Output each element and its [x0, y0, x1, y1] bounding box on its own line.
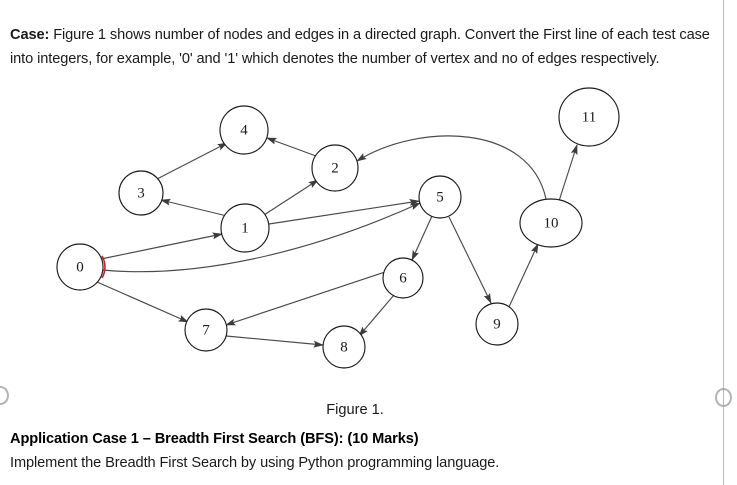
text-cursor-mark [101, 255, 106, 279]
graph-node-label-11: 11 [582, 110, 596, 126]
graph-node-shape-1 [220, 203, 270, 253]
graph-edges [96, 135, 578, 348]
application-case-subtext: Implement the Breadth First Search by us… [10, 455, 500, 471]
graph-node-shape-7 [184, 308, 228, 352]
graph-node-shape-10 [519, 198, 583, 248]
graph-node-0: 0 [56, 243, 104, 291]
graph-node-1: 1 [220, 203, 270, 253]
graph-node-label-6: 6 [399, 271, 407, 287]
graph-node-label-0: 0 [76, 260, 84, 276]
graph-edge-6-to-8 [358, 294, 395, 337]
graph-edge-6-to-7 [225, 271, 386, 326]
figure-caption: Figure 1. [326, 402, 384, 418]
figure-graph: 0 1 2 3 4 5 6 7 8 9 10 11 [0, 84, 737, 394]
graph-edge-2-to-4 [266, 137, 317, 157]
graph-nodes: 0 1 2 3 4 5 6 7 8 9 10 11 [56, 87, 620, 369]
graph-edge-1-to-3 [160, 198, 228, 217]
graph-edge-5-to-9 [448, 216, 492, 304]
graph-node-9: 9 [475, 302, 519, 346]
graph-node-2: 2 [311, 144, 359, 192]
graph-node-shape-9 [475, 302, 519, 346]
graph-node-label-10: 10 [544, 216, 559, 232]
graph-node-10: 10 [519, 198, 583, 248]
graph-node-label-9: 9 [493, 317, 501, 333]
graph-edge-0-to-5 [101, 202, 421, 273]
graph-edge-0-to-1 [100, 232, 223, 260]
graph-edge-7-to-8 [225, 335, 324, 348]
graph-node-shape-8 [322, 325, 366, 369]
graph-edge-10-to-2 [356, 135, 547, 200]
page-border-right [723, 0, 724, 485]
page-handle-right-icon [715, 388, 732, 407]
graph-edge-3-to-4 [156, 142, 228, 180]
graph-edge-9-to-10 [507, 243, 539, 310]
graph-node-shape-11 [558, 87, 620, 147]
graph-edge-10-to-11 [558, 144, 578, 202]
graph-node-label-5: 5 [436, 190, 444, 206]
graph-node-label-7: 7 [202, 323, 210, 339]
graph-node-label-8: 8 [340, 340, 348, 356]
graph-node-11: 11 [558, 87, 620, 147]
graph-node-shape-0 [56, 243, 104, 291]
graph-edge-1-to-2 [263, 179, 319, 216]
graph-node-7: 7 [184, 308, 228, 352]
intro-label: Case: [10, 26, 50, 43]
graph-node-shape-5 [418, 175, 462, 219]
graph-edge-0-to-7 [96, 281, 189, 323]
graph-node-shape-6 [382, 257, 424, 299]
graph-node-label-1: 1 [241, 221, 249, 237]
application-case-heading: Application Case 1 – Breadth First Searc… [10, 431, 419, 447]
graph-node-3: 3 [118, 170, 164, 216]
directed-graph-svg: 0 1 2 3 4 5 6 7 8 9 10 11 [56, 87, 620, 369]
graph-node-shape-4 [219, 105, 269, 155]
graph-edge-1-to-5 [268, 199, 420, 225]
graph-node-shape-2 [311, 144, 359, 192]
graph-node-label-3: 3 [137, 186, 145, 202]
graph-node-8: 8 [322, 325, 366, 369]
graph-node-shape-3 [118, 170, 164, 216]
graph-node-4: 4 [219, 105, 269, 155]
graph-node-label-4: 4 [240, 123, 248, 139]
graph-edge-5-to-6 [411, 215, 433, 261]
graph-node-6: 6 [382, 257, 424, 299]
intro-paragraph: Case: Figure 1 shows number of nodes and… [10, 23, 710, 71]
graph-node-5: 5 [418, 175, 462, 219]
graph-node-label-2: 2 [331, 161, 339, 177]
intro-body: Figure 1 shows number of nodes and edges… [10, 26, 710, 67]
